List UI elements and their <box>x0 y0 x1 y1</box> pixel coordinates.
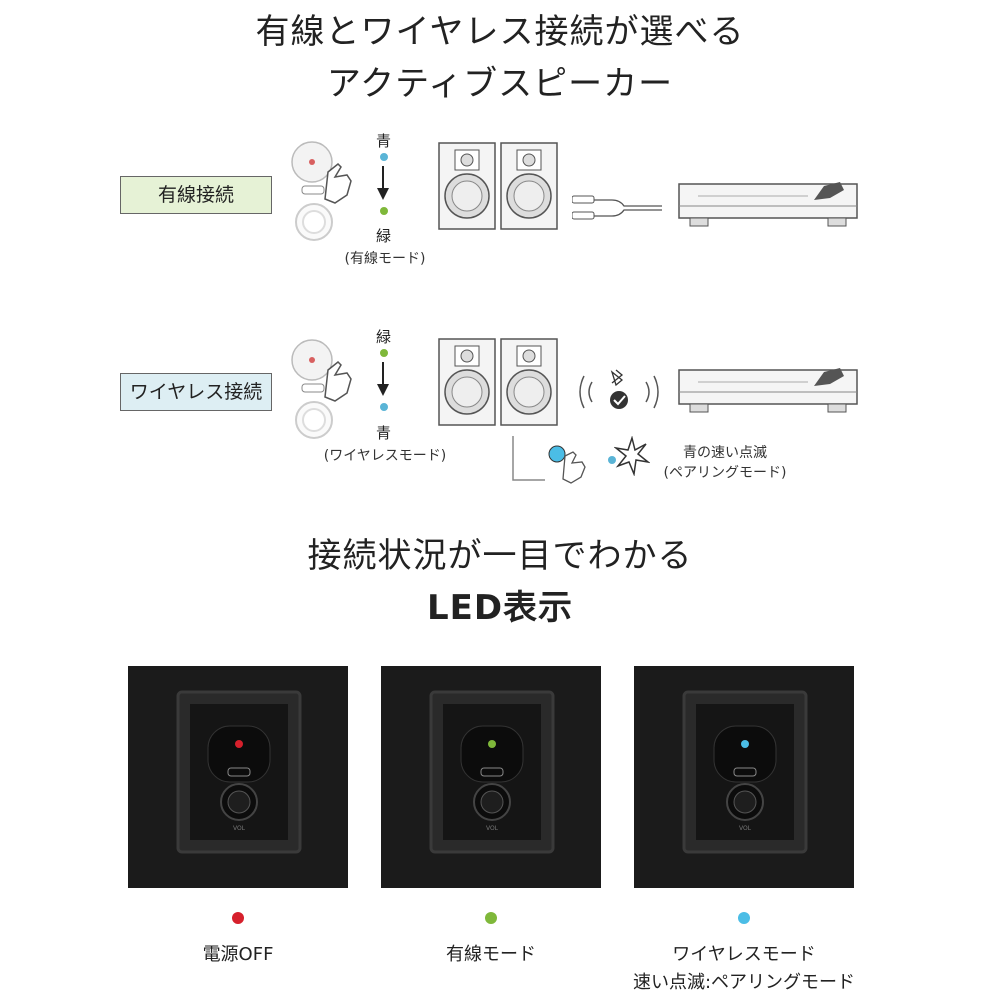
wired-mode-text: (有線モード) <box>344 251 426 267</box>
rca-cable-icon <box>572 195 662 220</box>
wireless-to-color: 青 <box>376 424 392 442</box>
led-section-title-line2: LED表示 <box>426 588 574 628</box>
wired-from-color: 青 <box>376 132 392 150</box>
svg-text:VOL: VOL <box>233 825 246 832</box>
wireless-to-dot <box>380 403 388 411</box>
led-color-dot <box>232 912 244 924</box>
pairing-line1: 青の速い点滅 <box>683 445 767 461</box>
wireless-from-dot <box>380 349 388 357</box>
led-photo-panel: VOL <box>381 666 601 888</box>
svg-text:VOL: VOL <box>486 825 499 832</box>
wired-from-dot <box>380 153 388 161</box>
pairing-led-dot <box>608 456 616 464</box>
speakers-icon <box>438 142 558 230</box>
led-section-title-line1: 接続状況が一目でわかる <box>307 536 693 576</box>
led-caption-sub: 速い点滅:ペアリングモード <box>632 972 856 993</box>
turntable-icon <box>678 182 858 227</box>
turntable-icon <box>678 368 858 413</box>
pair-button-hand-icon <box>512 436 586 484</box>
led-color-dot <box>738 912 750 924</box>
bluetooth-signal-icon <box>579 369 659 409</box>
svg-text:VOL: VOL <box>739 825 752 832</box>
arrow-down-icon <box>377 166 389 200</box>
flash-burst-icon <box>614 436 650 476</box>
led-photo-panel: VOL <box>634 666 854 888</box>
wired-to-dot <box>380 207 388 215</box>
speaker-control-panel-icon: VOL <box>634 666 854 888</box>
page-title-line1: 有線とワイヤレス接続が選べる <box>255 12 745 52</box>
power-knob-hand-icon <box>291 339 352 439</box>
led-caption: 有線モード <box>446 944 536 965</box>
wired-to-color: 緑 <box>376 227 392 245</box>
speaker-control-panel-icon: VOL <box>381 666 601 888</box>
page-title-line2: アクティブスピーカー <box>326 64 674 104</box>
led-photo-panel: VOL <box>128 666 348 888</box>
led-caption: ワイヤレスモード <box>672 944 816 965</box>
led-caption: 電源OFF <box>202 944 274 965</box>
speakers-icon <box>438 338 558 426</box>
led-color-dot <box>485 912 497 924</box>
wireless-from-color: 緑 <box>376 328 392 346</box>
arrow-down-icon <box>377 362 389 396</box>
speaker-control-panel-icon: VOL <box>128 666 348 888</box>
wired-connection-label: 有線接続 <box>120 176 272 214</box>
wireless-connection-label: ワイヤレス接続 <box>120 373 272 411</box>
pairing-line2: (ペアリングモード) <box>663 465 787 481</box>
power-knob-hand-icon <box>291 141 352 241</box>
wireless-mode-text: (ワイヤレスモード) <box>323 448 447 464</box>
